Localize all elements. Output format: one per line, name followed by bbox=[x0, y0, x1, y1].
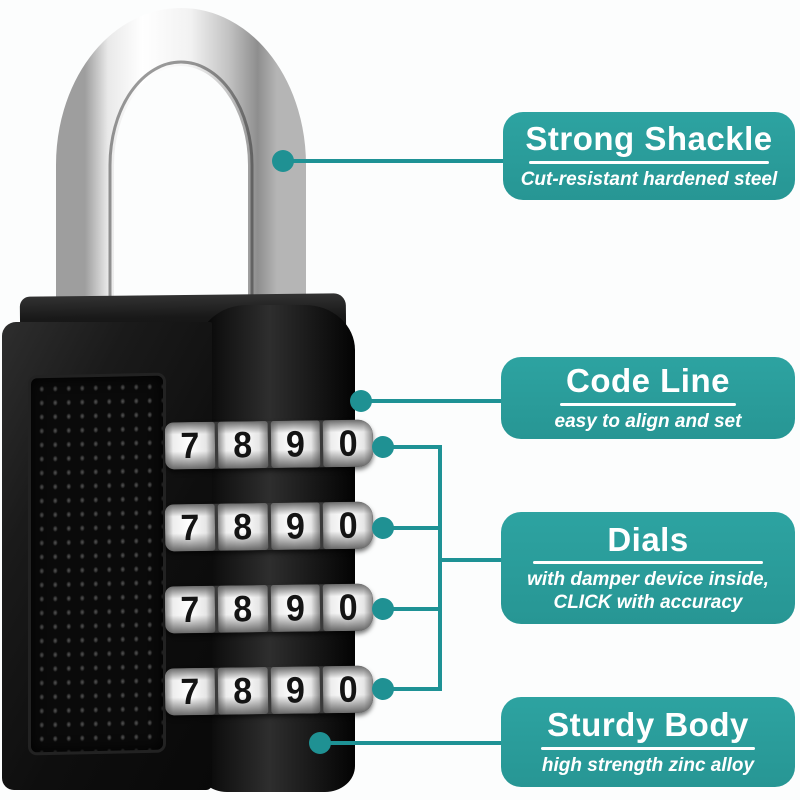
callout-title: Code Line bbox=[565, 362, 730, 400]
shackle-icon bbox=[56, 8, 306, 320]
callout-code-line: Code Line easy to align and set bbox=[501, 357, 795, 439]
connector-dot bbox=[372, 678, 394, 700]
callout-title: Sturdy Body bbox=[547, 706, 749, 744]
shackle-inner-shadow bbox=[108, 60, 254, 305]
connector-dot bbox=[372, 517, 394, 539]
callout-underline bbox=[560, 402, 736, 406]
connector-dot bbox=[272, 150, 294, 172]
callout-subtitle: Cut-resistant hardened steel bbox=[521, 168, 778, 191]
callout-subtitle-line: easy to align and set bbox=[554, 410, 742, 432]
callout-title: Strong Shackle bbox=[525, 120, 773, 158]
callout-subtitle: easy to align and set bbox=[555, 410, 742, 433]
callout-strong-shackle: Strong Shackle Cut-resistant hardened st… bbox=[503, 112, 795, 200]
connector-dot bbox=[372, 436, 394, 458]
connector-dot bbox=[350, 390, 372, 412]
callout-subtitle: high strength zinc alloy bbox=[542, 754, 754, 777]
callout-sturdy-body: Sturdy Body high strength zinc alloy bbox=[501, 697, 795, 787]
callout-underline bbox=[532, 560, 764, 564]
callout-subtitle-line: high strength zinc alloy bbox=[541, 754, 755, 776]
callout-title: Dials bbox=[607, 520, 689, 558]
callout-underline bbox=[541, 746, 755, 750]
callout-subtitle: with damper device inside, CLICK with ac… bbox=[527, 568, 769, 614]
callout-subtitle-line: CLICK with accuracy bbox=[553, 592, 743, 614]
callout-subtitle-line: Cut-resistant hardened steel bbox=[520, 168, 778, 190]
callout-subtitle-line: with damper device inside, bbox=[527, 568, 769, 590]
callout-underline bbox=[529, 160, 769, 164]
connector-dot bbox=[372, 598, 394, 620]
shackle-tube bbox=[56, 8, 306, 320]
connector-dot bbox=[309, 732, 331, 754]
callout-dials: Dials with damper device inside, CLICK w… bbox=[501, 512, 795, 624]
